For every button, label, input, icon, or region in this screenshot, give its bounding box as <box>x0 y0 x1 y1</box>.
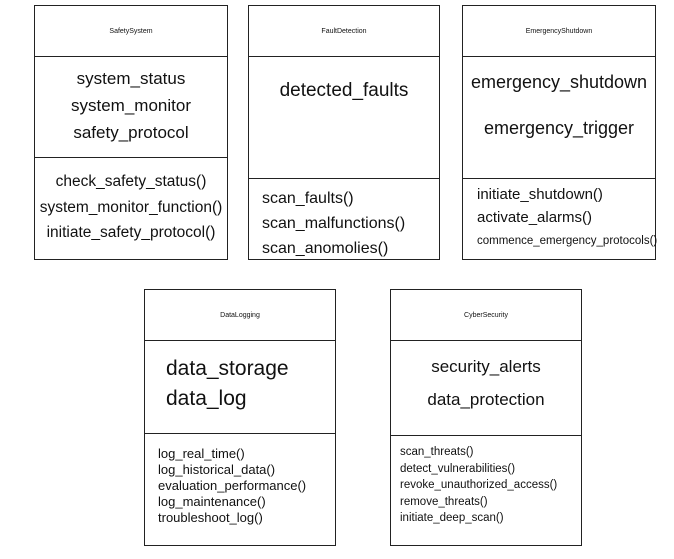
method: initiate_deep_scan() <box>400 512 504 524</box>
class-box-emergency-shutdown: EmergencyShutdown emergency_shutdown eme… <box>462 5 658 260</box>
class-box-fault-detection: FaultDetection detected_faults scan_faul… <box>248 5 440 260</box>
class-box-cyber-security: CyberSecurity security_alerts data_prote… <box>390 289 582 546</box>
attribute: system_monitor <box>71 96 191 115</box>
method: log_maintenance() <box>158 494 266 509</box>
attributes-section: detected_faults <box>249 56 439 178</box>
attribute: data_protection <box>427 390 545 409</box>
method: revoke_unauthorized_access() <box>400 479 558 491</box>
method: scan_threats() <box>400 446 474 458</box>
class-name: DataLogging <box>220 311 260 319</box>
attributes-section: security_alerts data_protection <box>391 340 581 435</box>
class-name: FaultDetection <box>321 27 367 35</box>
attributes-section: emergency_shutdown emergency_trigger <box>463 56 655 178</box>
method: troubleshoot_log() <box>158 510 263 525</box>
method: initiate_shutdown() <box>477 186 603 203</box>
class-name: SafetySystem <box>109 27 153 35</box>
methods-section: scan_threats() detect_vulnerabilities() … <box>391 435 581 545</box>
class-box-data-logging: DataLogging data_storage data_log log_re… <box>144 289 336 546</box>
method: commence_emergency_protocols() <box>477 235 658 247</box>
attributes-section: data_storage data_log <box>145 340 335 433</box>
method: check_safety_status() <box>55 173 207 190</box>
method: log_real_time() <box>158 446 245 461</box>
methods-section: check_safety_status() system_monitor_fun… <box>35 157 227 259</box>
attribute: detected_faults <box>279 80 409 101</box>
method: scan_faults() <box>262 190 354 207</box>
attribute: data_log <box>166 387 247 410</box>
method: activate_alarms() <box>477 209 593 226</box>
attribute: system_status <box>76 69 186 88</box>
methods-section: scan_faults() scan_malfunctions() scan_a… <box>249 178 439 259</box>
attribute: data_storage <box>166 357 289 380</box>
attribute: emergency_trigger <box>483 118 635 138</box>
attribute: safety_protocol <box>73 123 189 142</box>
class-name: EmergencyShutdown <box>525 27 593 35</box>
attribute: emergency_shutdown <box>470 72 648 92</box>
methods-section: initiate_shutdown() activate_alarms() co… <box>463 178 658 259</box>
method: system_monitor_function() <box>39 198 223 216</box>
methods-section: log_real_time() log_historical_data() ev… <box>145 433 335 545</box>
class-name: CyberSecurity <box>464 311 508 319</box>
method: detect_vulnerabilities() <box>400 462 516 475</box>
attributes-section: system_status system_monitor safety_prot… <box>35 56 227 157</box>
method: initiate_safety_protocol() <box>46 224 216 241</box>
method: log_historical_data() <box>158 462 276 477</box>
class-box-safety-system: SafetySystem system_status system_monito… <box>34 5 228 260</box>
method: remove_threats() <box>400 495 488 508</box>
method: scan_malfunctions() <box>262 215 406 232</box>
attribute: security_alerts <box>431 357 541 376</box>
method: scan_anomolies() <box>262 240 389 257</box>
method: evaluation_performance() <box>158 478 307 493</box>
